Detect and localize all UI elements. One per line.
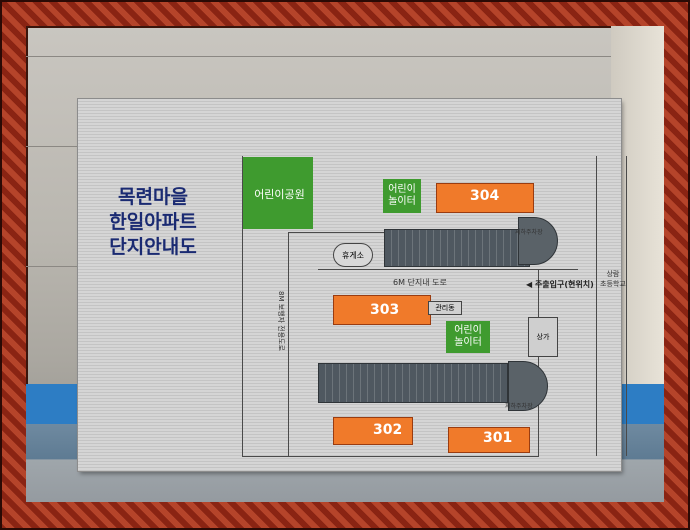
building-301-label: 301: [483, 430, 513, 446]
parking-lot-lower: [318, 363, 508, 403]
park-area-block: 어린이공원: [246, 159, 313, 229]
building-302: [333, 417, 413, 445]
parking-ramp-label-upper: 지하주차장: [515, 229, 543, 236]
building-304-label: 304: [470, 188, 500, 204]
building-304: [436, 183, 534, 213]
directory-sign: 목련마을 한일아파트 단지안내도 어린이공원 어린이공원 어린이 놀이터 어린이…: [78, 99, 627, 471]
main-entrance-label: ◀ 주출입구(현위치): [526, 280, 594, 289]
sign-title: 목련마을 한일아파트 단지안내도: [109, 186, 197, 258]
building-302-label: 302: [373, 422, 403, 438]
parking-ramp-upper: [518, 217, 558, 265]
playground-middle: 어린이 놀이터: [446, 321, 490, 353]
rest-area: 휴게소: [333, 243, 373, 267]
management-office: 관리동: [428, 301, 462, 315]
building-303-label: 303: [370, 302, 400, 318]
school-label: 상람 초등학교: [600, 270, 626, 288]
road-6m-label: 6M 단지내 도로: [393, 278, 447, 287]
road-8m-label: 8M 보행자 전용도로: [277, 291, 285, 352]
building-301: [448, 427, 530, 453]
parking-ramp-label-lower: 지하주차장: [505, 403, 533, 410]
photo: 목련마을 한일아파트 단지안내도 어린이공원 어린이공원 어린이 놀이터 어린이…: [26, 26, 664, 502]
parking-lot-upper: [384, 229, 530, 267]
playground-top: 어린이 놀이터: [383, 179, 421, 213]
shop: 상가: [528, 317, 558, 357]
